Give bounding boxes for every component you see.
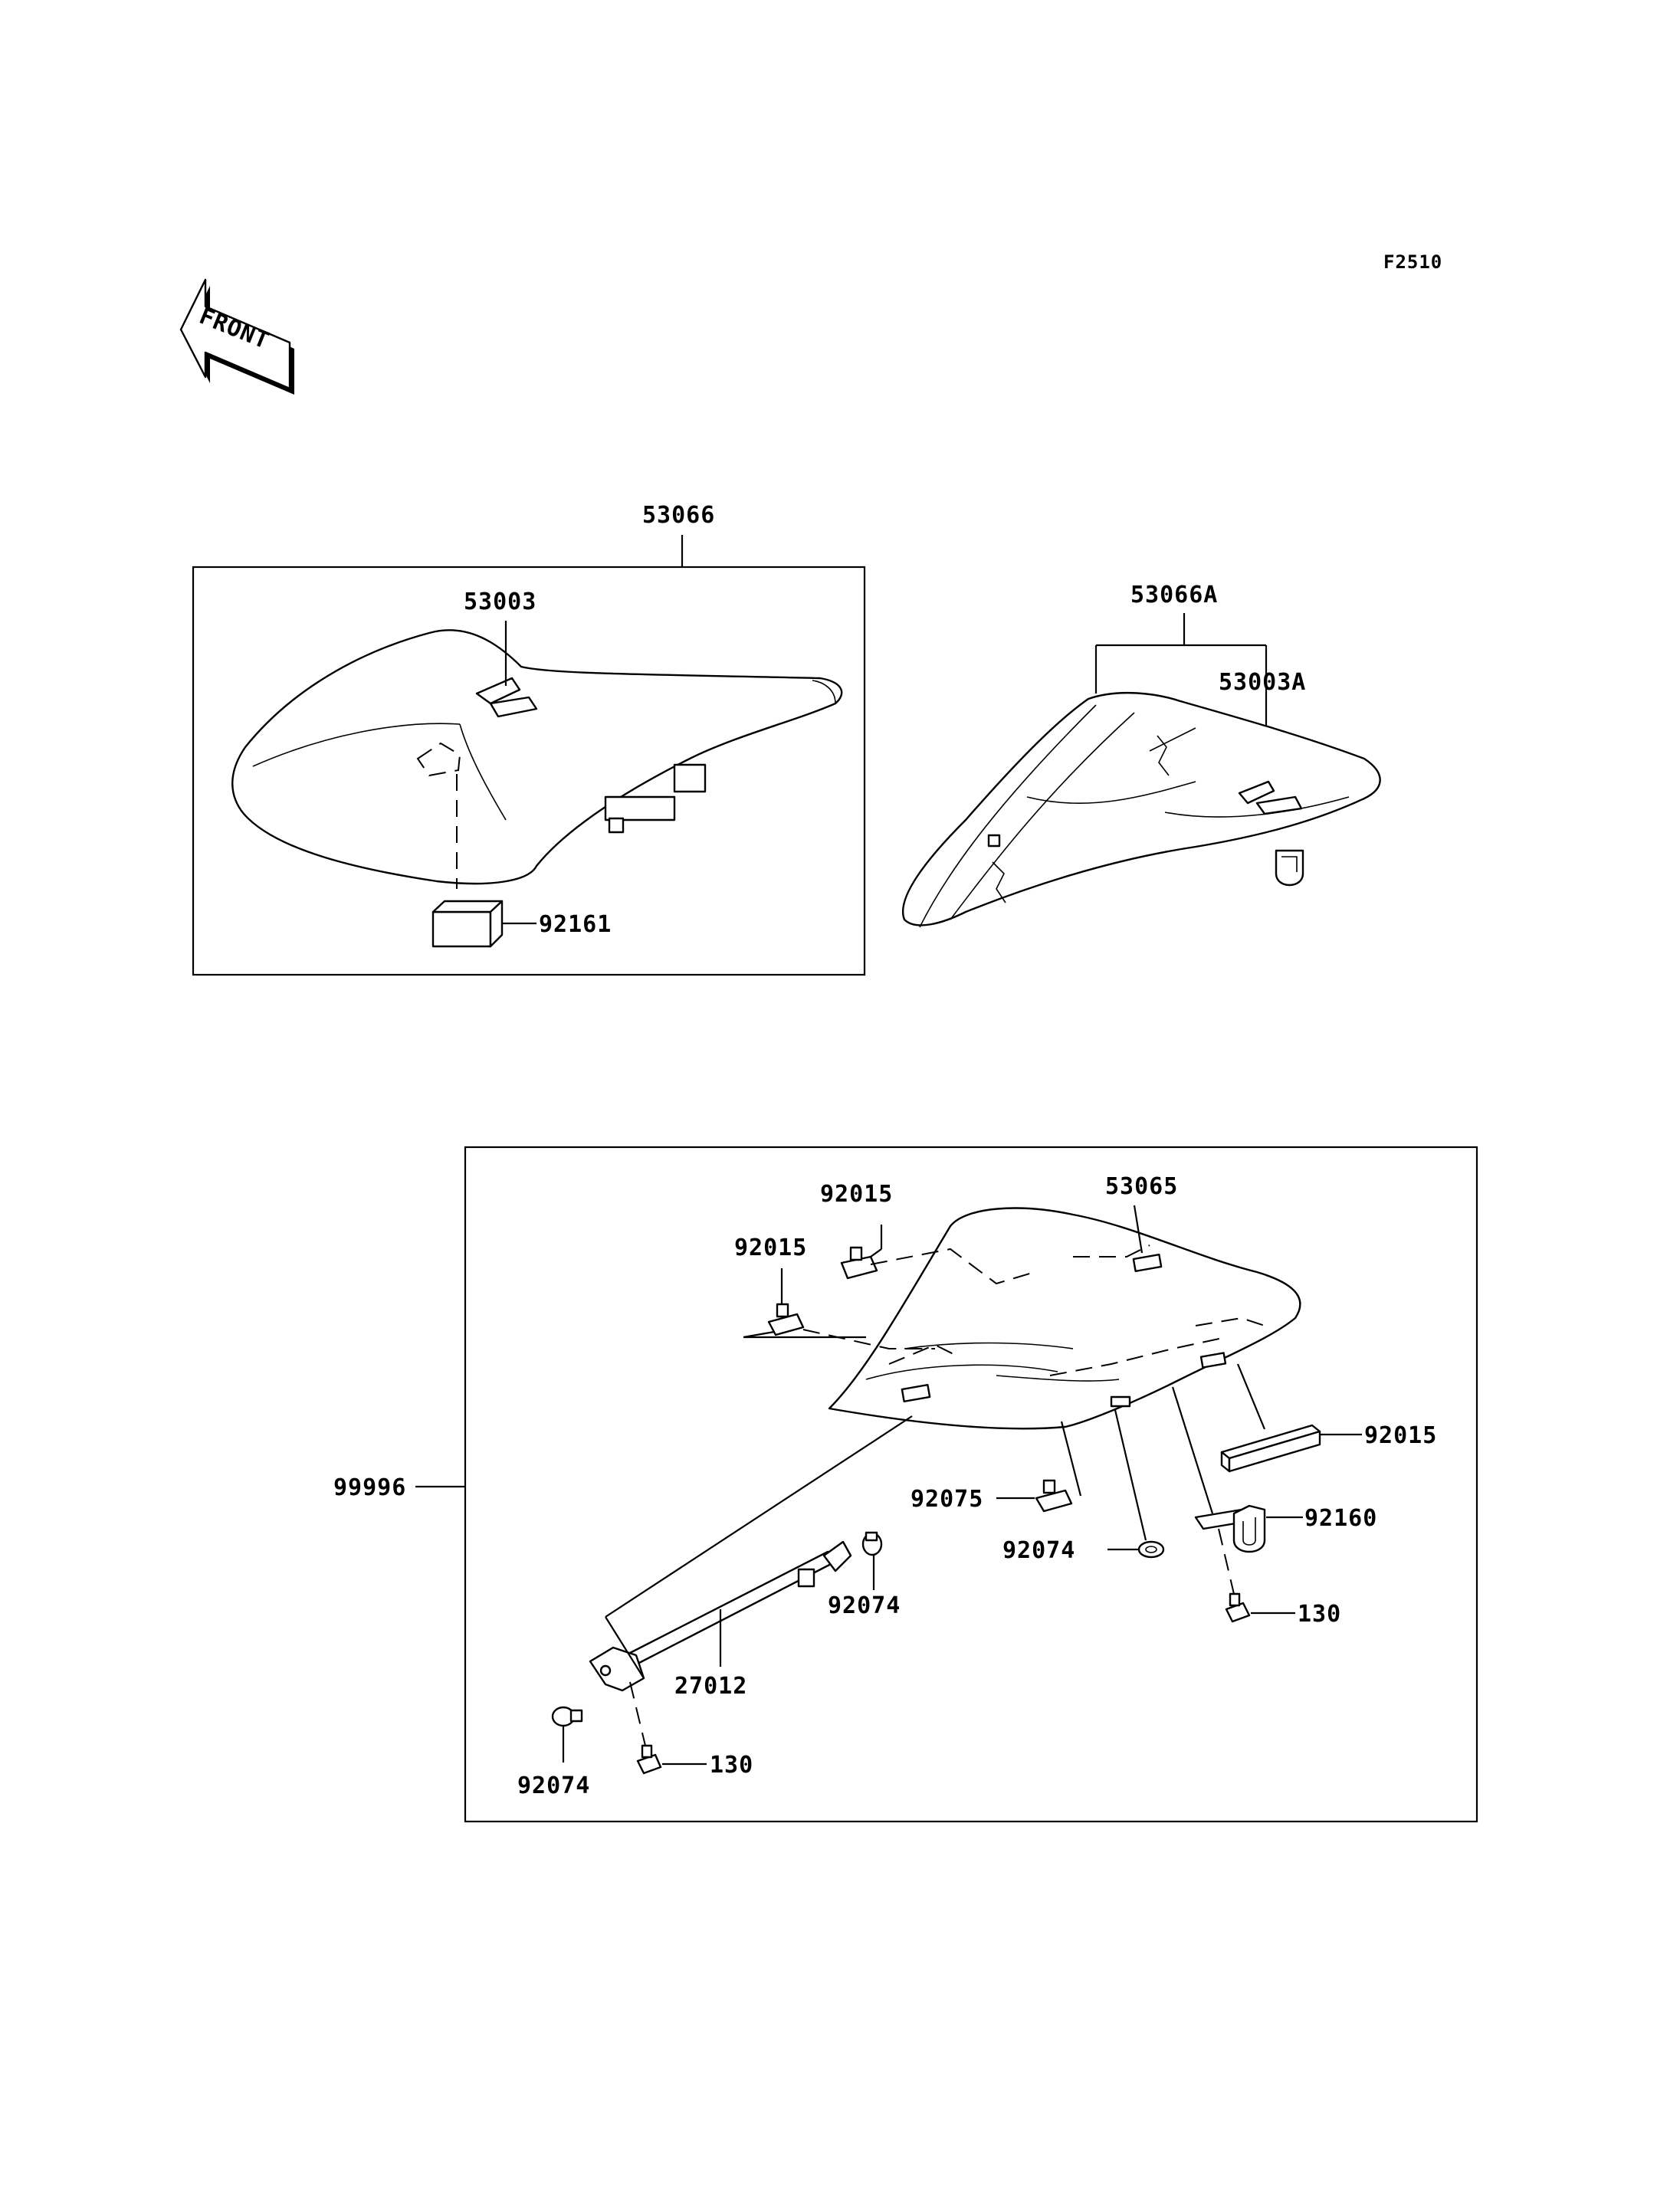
pad-92160 (1220, 1424, 1321, 1473)
pad-92161 (431, 900, 504, 948)
callout-27012: 27012 (674, 1673, 747, 1700)
front-arrow-icon: FRONT (179, 278, 294, 395)
rear-seat-part (901, 691, 1381, 926)
callout-130-left: 130 (710, 1752, 753, 1779)
callout-53065: 53065 (1105, 1173, 1178, 1200)
clip-92015-left (767, 1303, 805, 1336)
rear-seat-group: 53066A 53003A (901, 582, 1381, 928)
front-seat-group: 53066 53003 92161 (192, 502, 866, 976)
bracket-32046 (1194, 1504, 1266, 1553)
callout-32046: 92160 (1304, 1505, 1377, 1532)
callout-92161: 92161 (539, 911, 612, 938)
cap-92074-left (551, 1706, 583, 1727)
callout-53003: 53003 (464, 589, 536, 615)
callout-99996: 99996 (333, 1474, 406, 1501)
front-seat-frame (192, 566, 866, 976)
callout-92015-top: 92015 (820, 1181, 893, 1208)
callout-53003a: 53003A (1219, 669, 1306, 696)
seat-cowl-kit-group: 99996 53065 92015 92015 (333, 1146, 1478, 1823)
seat-cowl-frame (464, 1146, 1478, 1823)
callout-92015-left: 92015 (734, 1235, 807, 1261)
callout-53066a: 53066A (1130, 582, 1218, 608)
callout-53066: 53066 (642, 502, 715, 529)
callout-92075: 92074 (1002, 1537, 1075, 1564)
callout-130-right: 130 (1298, 1601, 1341, 1628)
screw-130-right (1225, 1592, 1251, 1623)
callout-92160: 92015 (1364, 1422, 1437, 1449)
grommet-92075 (1137, 1540, 1165, 1559)
cap-92074-right (861, 1531, 883, 1556)
screw-130-left (636, 1744, 662, 1775)
callout-92074-left: 92074 (517, 1772, 590, 1799)
front-seat-part (231, 629, 843, 885)
seat-cowl-part (828, 1207, 1301, 1430)
callout-92074-right: 92074 (828, 1592, 901, 1619)
clip-92015-top (840, 1246, 878, 1280)
clip-92015-bottom (1035, 1479, 1073, 1513)
callout-92015-bottom: 92075 (911, 1486, 983, 1513)
figure-ref-code: F2510 (1383, 251, 1442, 273)
